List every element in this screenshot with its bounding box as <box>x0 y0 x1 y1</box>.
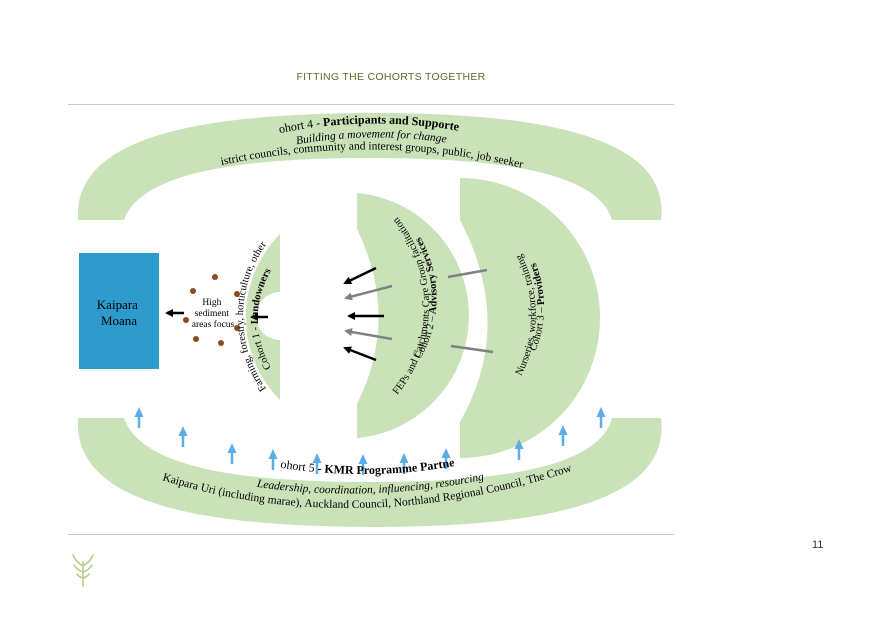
top-divider <box>68 104 674 105</box>
cohort4-band <box>77 113 662 220</box>
black-arrows <box>165 266 384 362</box>
cohort3-arc <box>460 178 600 458</box>
arrow-c2-bottom <box>343 346 377 362</box>
grey-line-bottom <box>450 344 494 354</box>
sediment-dots <box>183 274 240 346</box>
cohort5-band <box>77 418 662 527</box>
kaipara-moana-label: Kaipara Moana <box>97 297 141 328</box>
grey-line-top <box>447 268 488 279</box>
kaipara-moana-box <box>79 253 159 369</box>
arrow-c2-top <box>343 266 377 285</box>
sediment-label: High sediment areas focus <box>192 298 235 330</box>
grey-arrow-top <box>344 284 393 301</box>
fern-logo-icon <box>72 554 94 587</box>
bottom-divider <box>68 534 674 535</box>
blue-arrows <box>134 407 606 475</box>
page-title: FITTING THE COHORTS TOGETHER <box>296 71 486 83</box>
cohort2-arc <box>357 193 469 438</box>
grey-arrows <box>344 268 494 354</box>
cohort1-arc <box>245 234 280 400</box>
cohort4-title: Cohort 4 - Participants and Supporters <box>0 0 461 136</box>
page-number: 11 <box>812 539 824 551</box>
grey-arrow-bottom <box>344 328 393 341</box>
